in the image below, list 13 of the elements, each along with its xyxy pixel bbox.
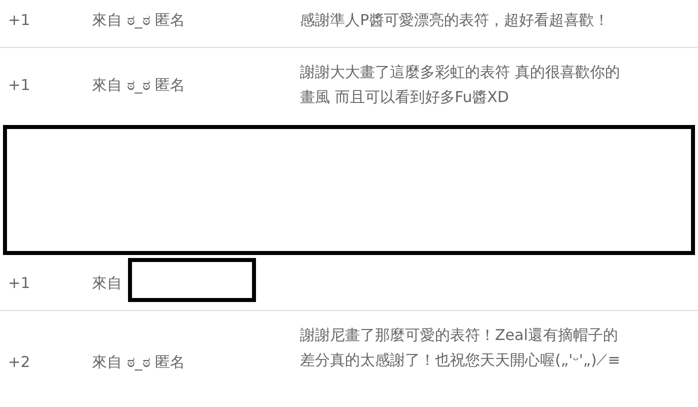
vote-count: +1 (8, 273, 30, 294)
vote-count: +1 (8, 75, 30, 96)
redaction-box (128, 258, 256, 302)
comment-text: 謝謝尼畫了那麼可愛的表符！Zeal還有摘帽子的差分真的太感謝了！也祝您天天開心喔(„'ᵕ'„)⟋≡ (300, 325, 622, 371)
vote-count: +2 (8, 352, 30, 373)
author-label: 來自 ಠ_ಠ 匿名 (92, 10, 186, 31)
comment-text: 謝謝大大畫了這麼多彩虹的表符 真的很喜歡你的畫風 而且可以看到好多Fu醬XD (300, 62, 621, 108)
author-label: 來自 ಠ_ಠ 匿名 (92, 352, 186, 373)
redaction-box (3, 125, 695, 255)
author-label: 來自 ಠ_ಠ 匿名 (92, 75, 186, 96)
vote-count: +1 (8, 10, 30, 31)
author-label: 來自 (92, 273, 122, 294)
comment-text: 感謝準人P醬可愛漂亮的表符，超好看超喜歡！ (300, 10, 610, 31)
